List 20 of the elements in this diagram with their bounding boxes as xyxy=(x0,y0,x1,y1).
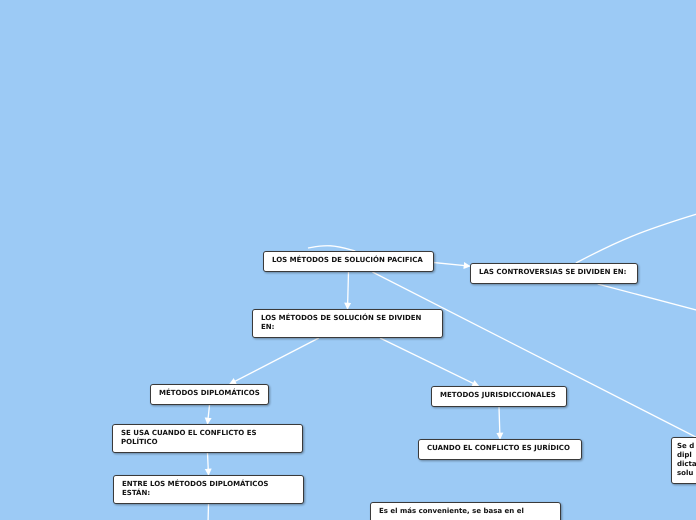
connector-line xyxy=(598,283,696,312)
arrow xyxy=(229,337,320,385)
arrow xyxy=(496,406,504,440)
topic-box xyxy=(112,424,303,453)
arrow xyxy=(380,337,480,387)
topic-box xyxy=(263,251,434,272)
topic-box xyxy=(113,475,304,504)
arrow xyxy=(434,262,471,269)
arrow xyxy=(344,272,352,310)
topic-box xyxy=(418,439,582,460)
connector-line xyxy=(308,245,356,252)
topic-box xyxy=(431,386,567,407)
arrow xyxy=(204,452,212,476)
topic-box xyxy=(150,384,269,405)
connector-line xyxy=(576,212,696,264)
connector-line xyxy=(372,271,696,438)
connector-line xyxy=(207,504,210,520)
topic-box xyxy=(470,263,638,284)
arrow xyxy=(204,404,212,425)
topic-box xyxy=(252,309,443,338)
